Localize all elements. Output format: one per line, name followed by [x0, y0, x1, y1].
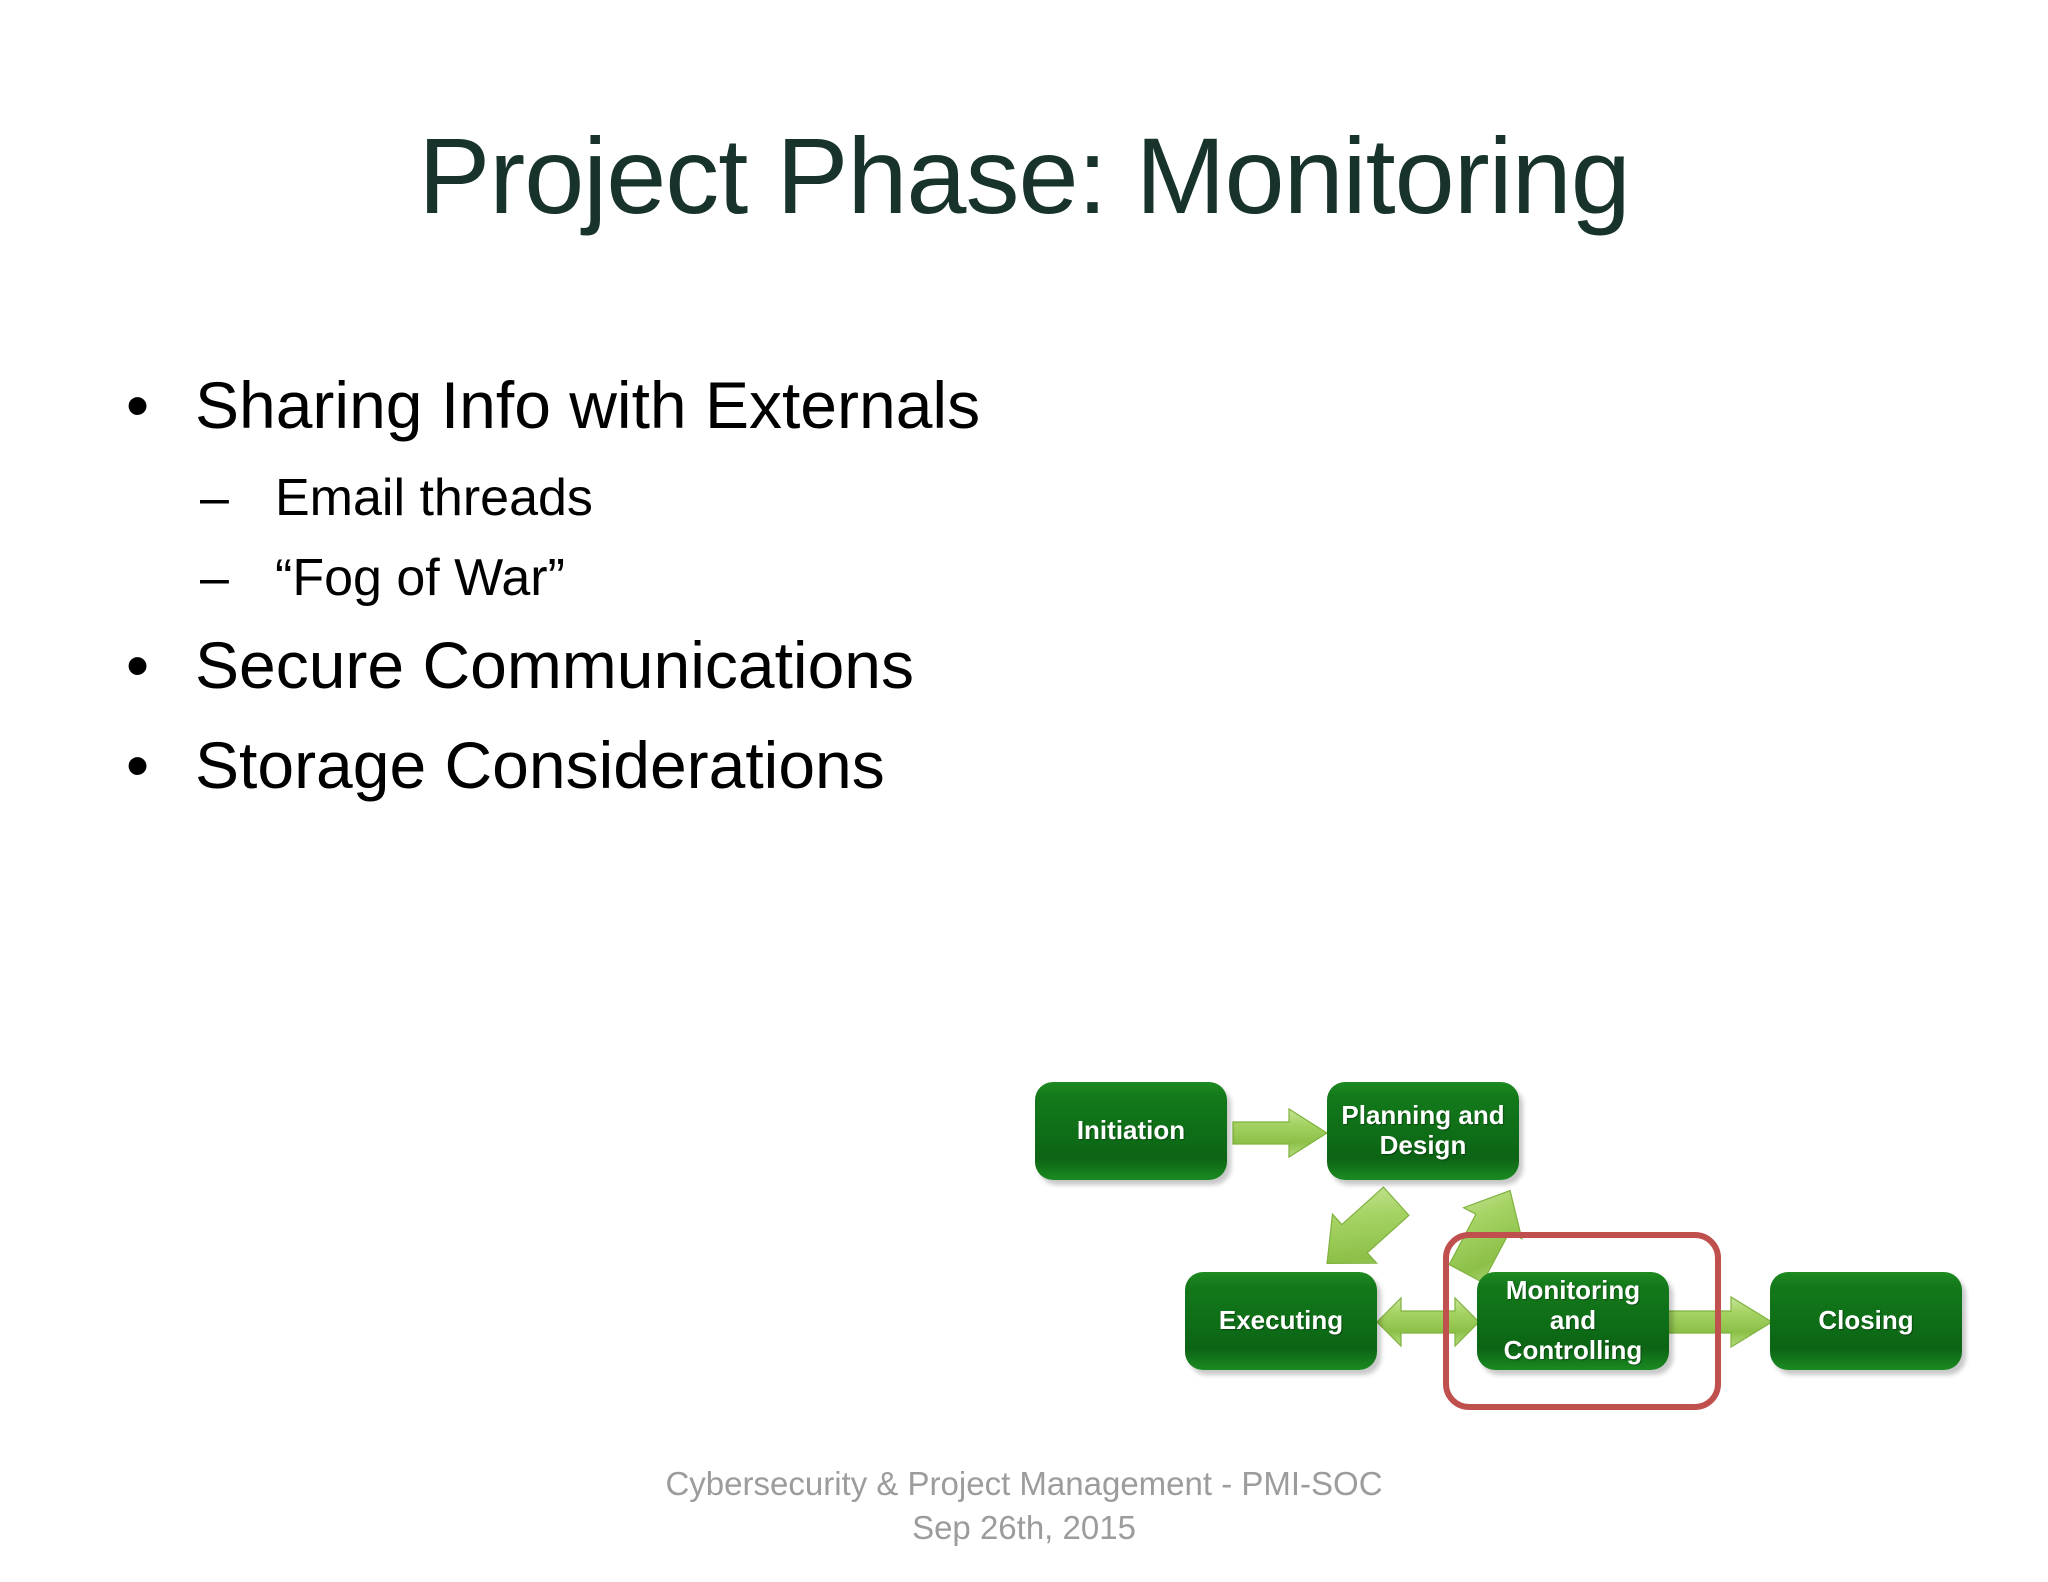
footer-line-1: Cybersecurity & Project Management - PMI…	[665, 1465, 1383, 1502]
bullet-marker-icon: •	[126, 628, 150, 702]
list-item: – Email threads	[110, 472, 1410, 524]
diagram-box-planning[interactable]: Planning and Design	[1327, 1082, 1519, 1180]
list-item-label: Email threads	[275, 469, 593, 527]
arrow-planning-to-executing-icon	[1326, 1186, 1410, 1265]
list-item-label: Storage Considerations	[195, 728, 885, 802]
footer-line-2: Sep 26th, 2015	[912, 1509, 1136, 1547]
bullet-marker-icon: •	[126, 368, 150, 442]
page-title: Project Phase: Monitoring	[418, 115, 1631, 236]
list-item-label: “Fog of War”	[275, 549, 565, 607]
list-item: • Secure Communications	[110, 632, 1410, 698]
project-lifecycle-diagram: Initiation Planning and Design Executing…	[1035, 1080, 2035, 1410]
highlight-rectangle	[1443, 1232, 1721, 1410]
slide-footer: Cybersecurity & Project Management - PMI…	[0, 1462, 2048, 1550]
list-item: • Storage Considerations	[110, 732, 1410, 798]
diagram-box-monitoring[interactable]: Monitoring and Controlling	[1477, 1272, 1669, 1370]
diagram-box-initiation[interactable]: Initiation	[1035, 1082, 1227, 1180]
list-item: – “Fog of War”	[110, 552, 1410, 604]
dash-marker-icon: –	[200, 549, 229, 607]
arrow-initiation-to-planning-icon	[1232, 1107, 1329, 1159]
diagram-box-closing[interactable]: Closing	[1770, 1272, 1962, 1370]
list-item-label: Secure Communications	[195, 628, 914, 702]
list-item: • Sharing Info with Externals	[110, 372, 1410, 438]
diagram-box-executing[interactable]: Executing	[1185, 1272, 1377, 1370]
list-item-label: Sharing Info with Externals	[195, 368, 981, 442]
dash-marker-icon: –	[200, 469, 229, 527]
bullet-list: • Sharing Info with Externals – Email th…	[110, 372, 1410, 832]
bullet-marker-icon: •	[126, 728, 150, 802]
